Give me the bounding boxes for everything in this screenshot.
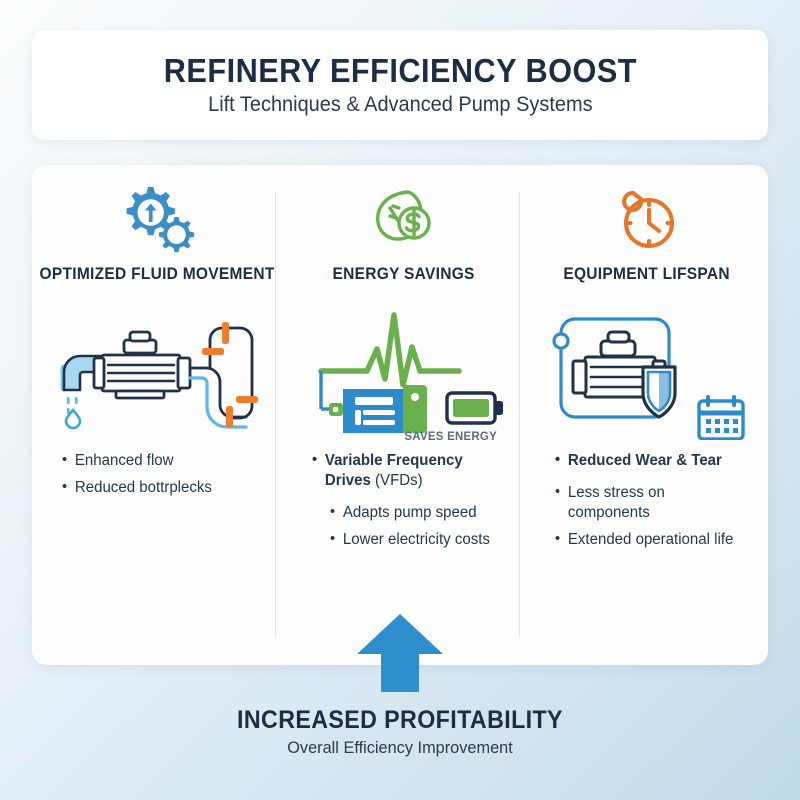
page-subtitle: Lift Techniques & Advanced Pump Systems: [207, 93, 593, 117]
bullet-dot: •: [555, 530, 561, 548]
list-item-label: Extended operational life: [567, 531, 734, 549]
list-item-label: Lower electricity costs: [342, 531, 491, 549]
list-item-label: Reduced bottrplecks: [74, 479, 212, 497]
column-optimized-fluid-movement: OPTIMIZED FLUID MOVEMENT: [32, 165, 282, 665]
bullet-dot: •: [62, 451, 68, 468]
column-header-optimized-fluid-movement: OPTIMIZED FLUID MOVEMENT: [39, 265, 275, 283]
bullet-list-energy-savings: • Variable Frequency Drives (VFDs) • Ada…: [282, 451, 525, 558]
list-item: • Reduced bottrplecks: [62, 478, 258, 498]
column-header-energy-savings: ENERGY SAVINGS: [332, 265, 475, 283]
list-item: • Reduced Wear & Tear: [555, 451, 744, 471]
footer-subtitle: Overall Efficiency Improvement: [287, 738, 513, 757]
list-item-label: Variable Frequency Drives (VFDs): [324, 452, 463, 490]
up-arrow-icon: [0, 612, 800, 694]
saves-energy-label: SAVES ENERGY: [404, 429, 497, 443]
column-divider: [275, 192, 276, 637]
stopwatch-clock-icon: [611, 179, 683, 257]
bullet-dot: •: [555, 483, 561, 501]
column-equipment-lifspan: EQUIPMENT LIFSPAN: [525, 165, 768, 665]
list-item-label: Less stress on components: [567, 484, 665, 522]
pump-piping-valves-illustration: [32, 300, 282, 445]
leaf-dollar-icon: [368, 179, 440, 257]
bullet-dot: •: [555, 451, 561, 468]
list-item-label: Reduced Wear & Tear: [567, 452, 722, 469]
bullet-list-equipment-lifspan: • Reduced Wear & Tear • Less stress on c…: [525, 451, 768, 558]
vfd-abbreviation: (VFDs): [375, 472, 423, 490]
list-item: • Extended operational life: [555, 530, 744, 550]
bullet-dot: •: [330, 530, 336, 548]
footer: INCREASED PROFITABILITY Overall Efficien…: [0, 706, 800, 758]
bullet-dot: •: [312, 451, 318, 468]
column-energy-savings: ENERGY SAVINGS: [282, 165, 525, 665]
list-item: • Adapts pump speed: [330, 503, 502, 523]
list-item: • Less stress on components: [555, 483, 744, 523]
list-item: • Lower electricity costs: [330, 530, 502, 550]
list-item: • Variable Frequency Drives (VFDs): [312, 451, 501, 491]
bullet-dot: •: [330, 503, 336, 521]
list-item: • Enhanced flow: [62, 451, 258, 471]
main-content-card: OPTIMIZED FLUID MOVEMENT: [32, 165, 768, 665]
list-item-label: Adapts pump speed: [342, 504, 477, 522]
list-item-label: Enhanced flow: [74, 452, 174, 469]
bullet-dot: •: [62, 478, 68, 496]
column-header-equipment-lifspan: EQUIPMENT LIFSPAN: [563, 265, 730, 283]
bullet-list-optimized-fluid-movement: • Enhanced flow • Reduced bottrplecks: [32, 451, 282, 505]
header-card: REFINERY EFFICIENCY BOOST Lift Technique…: [32, 30, 768, 140]
gears-up-arrow-icon: [118, 179, 196, 257]
footer-title: INCREASED PROFITABILITY: [237, 706, 563, 734]
page-title: REFINERY EFFICIENCY BOOST: [163, 51, 637, 89]
vfd-waveform-battery-illustration: SAVES ENERGY: [282, 300, 525, 445]
column-divider: [519, 192, 520, 637]
motor-shield-calendar-illustration: [525, 300, 768, 445]
